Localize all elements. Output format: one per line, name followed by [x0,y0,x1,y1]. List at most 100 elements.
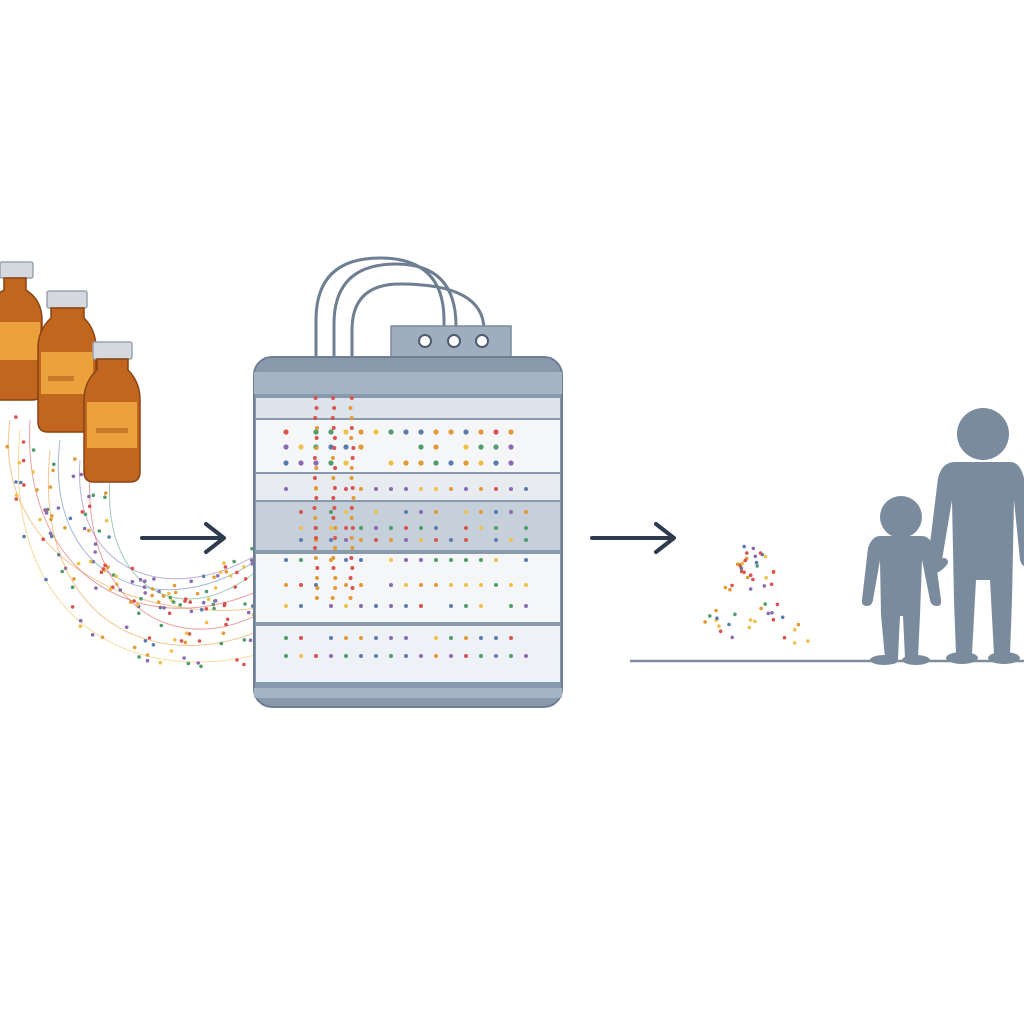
particle-dot [104,518,109,523]
particle-dot [374,538,378,542]
particle-dot [464,583,468,587]
particle-dot [733,612,737,617]
particle-dot [494,636,498,640]
particle-dot [780,615,785,620]
particle-dot [333,586,338,590]
particle-dot [374,636,378,640]
particle-dot [332,436,337,440]
particle-dot [97,529,102,533]
particle-dot [80,510,85,514]
particle-dot [204,607,209,611]
particle-dot [403,429,409,435]
particle-dot [72,577,76,581]
particle-dot [493,429,499,435]
particle-dot [434,654,438,658]
particle-dot [331,566,336,570]
particle-dot [313,556,318,560]
particle-dot [493,460,499,466]
particle-dot [114,574,118,578]
particle-dot [21,440,26,444]
particle-dot [419,538,423,542]
particle-dot [314,436,319,440]
particle-dot [464,526,468,530]
particle-dot [344,487,348,491]
particle-dot [727,622,731,627]
particle-dot [792,627,797,632]
particle-dot [374,526,378,530]
particle-dot [404,487,408,491]
adult-figure-icon [928,408,1024,664]
particle-dot [742,544,746,549]
particle-dot [249,558,254,563]
bottle-2-icon [37,290,97,433]
particle-dot [89,559,93,564]
particle-dot [199,664,203,669]
particle-dot [71,474,76,479]
particle-dot [524,583,528,587]
particle-dot [173,590,178,595]
particle-dot [143,579,147,583]
particle-dot [448,429,454,435]
particle-dot [329,654,333,658]
particle-dot [464,558,468,562]
particle-dot [419,654,423,658]
particle-dot [82,526,87,531]
particle-dot [225,617,230,622]
particle-dot [717,624,721,628]
particle-dot [99,570,104,574]
particle-dot [183,640,188,645]
particle-dot [284,487,288,491]
particle-dot [313,460,319,466]
particle-dot [743,558,747,563]
particle-dot [764,575,768,580]
particle-dot [494,487,498,491]
particle-dot [248,638,253,643]
particle-dot [49,534,54,539]
family-figures-icon [861,408,1024,665]
particle-dot [449,583,453,587]
particle-dot [419,487,423,491]
particle-dot [333,466,338,470]
particle-dot [313,546,317,550]
particle-dot [313,429,319,435]
particle-dot [359,636,363,640]
particle-dot [349,516,354,520]
particle-dot [359,538,363,542]
particle-dot [56,506,61,510]
particle-dot [78,618,83,623]
particle-dot [108,587,113,592]
bottle-3-icon [83,341,141,483]
particle-dot [419,526,423,530]
particle-dot [449,654,453,658]
particle-dot [145,653,150,657]
particle-dot [404,636,408,640]
particle-dot [314,466,319,470]
particle-dot [359,654,363,658]
particle-dot [434,487,438,491]
particle-dot [718,629,723,634]
particle-dot [299,538,303,542]
particle-dot [197,639,202,643]
particle-dot [344,583,348,587]
particle-dot [79,472,83,477]
particle-dot [479,510,483,514]
particle-dot [758,551,763,555]
particle-dot [728,587,732,592]
particle-dot [329,604,333,608]
particle-dot [161,594,166,598]
particle-dot [770,611,774,615]
particle-dot [494,538,498,542]
particle-dot [159,623,164,628]
particle-dot [101,567,106,571]
particle-dot [748,587,753,591]
particle-dot [110,585,115,589]
particle-dot [509,583,513,587]
particle-dot [389,604,393,608]
particle-dot [509,487,513,491]
stream-line [7,419,301,611]
particle-dot [796,622,801,627]
particle-dot [223,601,227,606]
particle-dot [494,654,498,658]
particle-dot [723,585,728,590]
particle-dot [464,636,468,640]
